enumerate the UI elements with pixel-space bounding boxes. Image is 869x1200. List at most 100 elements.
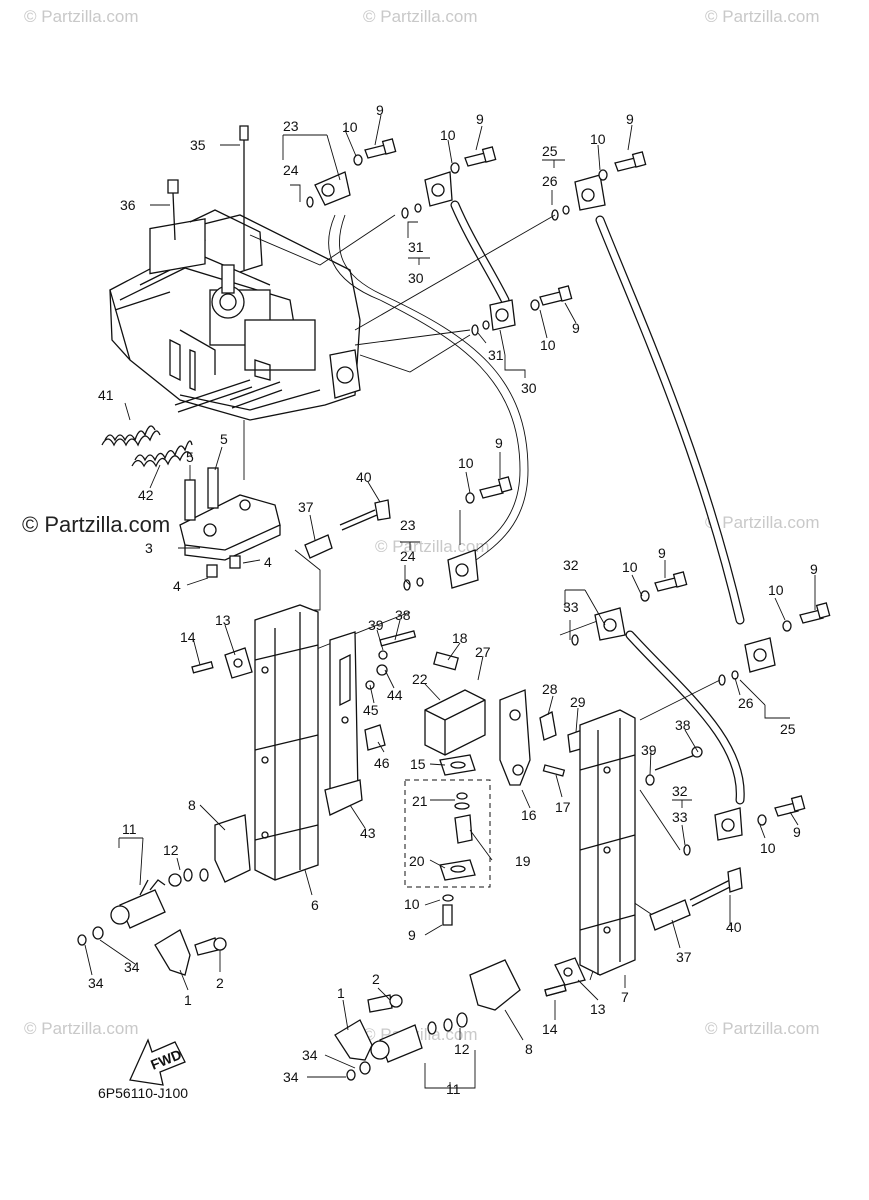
- fwd-arrow: FWD: [129, 1038, 186, 1086]
- injector-bottom: [334, 957, 586, 1081]
- callout-39: 39: [641, 742, 657, 758]
- diagram-code: 6P56110-J100: [98, 1085, 188, 1101]
- callout-38: 38: [675, 717, 691, 733]
- callout-30: 30: [521, 380, 537, 396]
- bolt-40-right: [645, 746, 743, 931]
- callout-35: 35: [190, 137, 206, 153]
- callout-23: 23: [283, 118, 299, 134]
- watermark-top-right: © Partzilla.com: [705, 7, 820, 26]
- fuel-rail-right: [579, 709, 636, 976]
- regulator-group-19: [404, 754, 491, 926]
- watermark-mid-left: © Partzilla.com: [22, 512, 170, 537]
- watermark-top-center: © Partzilla.com: [363, 7, 478, 26]
- bracket-13-left: [191, 647, 253, 679]
- vapor-separator-assembly: [109, 125, 361, 421]
- callout-39: 39: [368, 617, 384, 633]
- fuel-rail-left: [254, 604, 319, 881]
- injector-left: [77, 814, 251, 976]
- sensor-22: [424, 651, 585, 786]
- callout-13: 13: [215, 612, 231, 628]
- callout-13: 13: [590, 1001, 606, 1017]
- callout-43: 43: [360, 825, 376, 841]
- callout-10: 10: [622, 559, 638, 575]
- callout-33: 33: [672, 809, 688, 825]
- callout-9: 9: [408, 927, 416, 943]
- callout-31: 31: [488, 347, 504, 363]
- callout-27: 27: [475, 644, 491, 660]
- callout-32: 32: [672, 783, 688, 799]
- callout-10: 10: [404, 896, 420, 912]
- callout-46: 46: [374, 755, 390, 771]
- callout-33: 33: [563, 599, 579, 615]
- callout-9: 9: [495, 435, 503, 451]
- callout-42: 42: [138, 487, 154, 503]
- callout-17: 17: [555, 799, 571, 815]
- watermark-bottom-right: © Partzilla.com: [705, 1019, 820, 1038]
- callout-34: 34: [302, 1047, 318, 1063]
- callout-12: 12: [163, 842, 179, 858]
- callout-24: 24: [400, 548, 416, 564]
- callout-leaders: [84, 114, 816, 1089]
- connector-46: [364, 630, 417, 751]
- callout-26: 26: [542, 173, 558, 189]
- callout-5: 5: [220, 431, 228, 447]
- callout-15: 15: [410, 756, 426, 772]
- callout-22: 22: [412, 671, 428, 687]
- callout-25: 25: [780, 721, 796, 737]
- fuel-hoses: [328, 200, 745, 805]
- watermark-top-left: © Partzilla.com: [24, 7, 139, 26]
- callout-8: 8: [525, 1041, 533, 1057]
- callout-11: 11: [446, 1081, 461, 1097]
- callout-25: 25: [542, 143, 558, 159]
- callout-10: 10: [458, 455, 474, 471]
- watermark-bottom-left: © Partzilla.com: [24, 1019, 139, 1038]
- callout-34: 34: [124, 959, 140, 975]
- callout-24: 24: [283, 162, 299, 178]
- callout-19: 19: [515, 853, 531, 869]
- callout-40: 40: [726, 919, 742, 935]
- callout-9: 9: [658, 545, 666, 561]
- callout-26: 26: [738, 695, 754, 711]
- callout-8: 8: [188, 797, 196, 813]
- callout-37: 37: [676, 949, 692, 965]
- callout-16: 16: [521, 807, 537, 823]
- springs: [101, 425, 193, 468]
- callout-3: 3: [145, 540, 153, 556]
- callout-9: 9: [793, 824, 801, 840]
- callout-20: 20: [409, 853, 425, 869]
- callout-29: 29: [570, 694, 586, 710]
- callout-10: 10: [590, 131, 606, 147]
- callout-4: 4: [264, 554, 272, 570]
- callout-9: 9: [810, 561, 818, 577]
- callout-10: 10: [768, 582, 784, 598]
- callout-9: 9: [626, 111, 634, 127]
- callout-34: 34: [283, 1069, 299, 1085]
- callout-34: 34: [88, 975, 104, 991]
- callout-10: 10: [342, 119, 358, 135]
- callout-23: 23: [400, 517, 416, 533]
- callout-9: 9: [376, 102, 384, 118]
- callout-45: 45: [363, 702, 379, 718]
- callout-28: 28: [542, 681, 558, 697]
- bracket-43: [324, 631, 363, 816]
- callout-10: 10: [760, 840, 776, 856]
- callout-14: 14: [180, 629, 196, 645]
- callout-38: 38: [395, 607, 411, 623]
- callout-6: 6: [311, 897, 319, 913]
- bolt-40-left: [304, 499, 391, 559]
- callout-10: 10: [440, 127, 456, 143]
- callout-9: 9: [572, 320, 580, 336]
- callout-7: 7: [621, 989, 629, 1005]
- callout-1: 1: [337, 985, 345, 1001]
- callout-4: 4: [173, 578, 181, 594]
- callout-labels: 9 10 23 24 35 3 6 9 10 31 30 25 26 10 9 9…: [88, 102, 818, 1097]
- callout-30: 30: [408, 270, 424, 286]
- callout-44: 44: [387, 687, 403, 703]
- callout-11: 11: [122, 821, 137, 837]
- callout-31: 31: [408, 239, 424, 255]
- callout-1: 1: [184, 992, 192, 1008]
- bracket-3: [179, 467, 281, 578]
- callout-32: 32: [563, 557, 579, 573]
- hose-fittings: [306, 138, 831, 856]
